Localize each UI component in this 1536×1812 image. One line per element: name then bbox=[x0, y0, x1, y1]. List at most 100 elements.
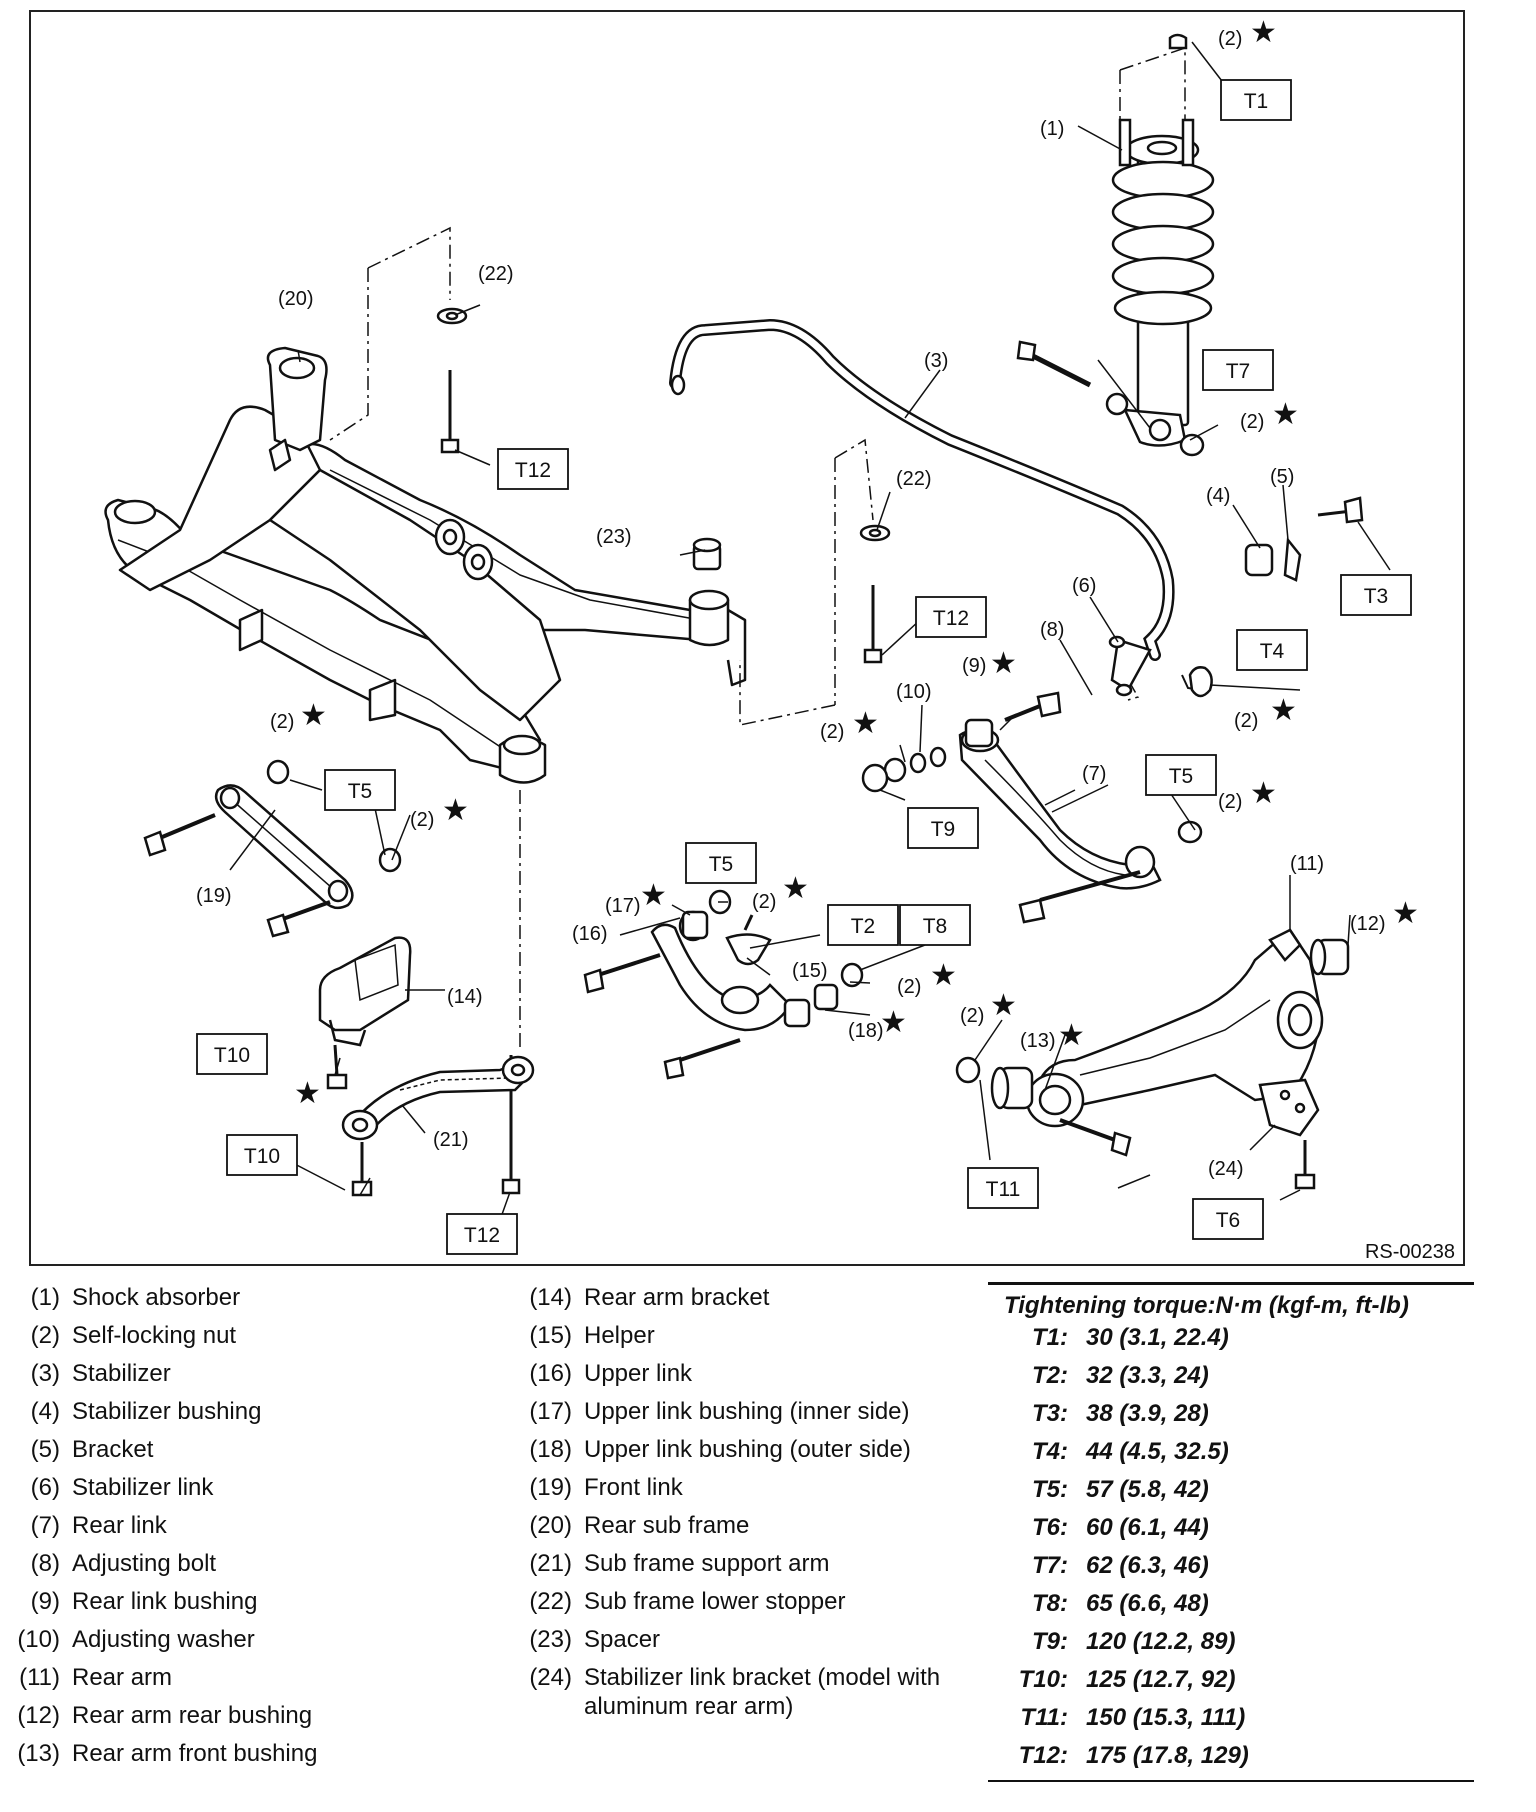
svg-text:★: ★ bbox=[1250, 776, 1277, 811]
svg-text:★: ★ bbox=[1058, 1018, 1085, 1053]
callout-6: (6) bbox=[1072, 575, 1096, 597]
torque-box-t1: T1 bbox=[1244, 90, 1269, 113]
svg-text:★: ★ bbox=[1272, 397, 1299, 432]
legend-item: (18)Upper link bushing (outer side) bbox=[529, 1436, 911, 1463]
svg-text:★: ★ bbox=[300, 698, 327, 733]
callout-2h: (2) bbox=[752, 891, 776, 913]
callout-21: (21) bbox=[433, 1129, 469, 1151]
callout-17: (17) bbox=[605, 895, 641, 917]
rear-link-illustration bbox=[861, 691, 1203, 924]
shock-absorber-illustration bbox=[1016, 33, 1215, 457]
legend-item: (10)Adjusting washer bbox=[17, 1626, 255, 1653]
alignment-lines bbox=[329, 46, 1186, 1050]
callout-2d: (2) bbox=[1218, 791, 1242, 813]
callout-4: (4) bbox=[1206, 485, 1230, 507]
torque-box-t10b: T10 bbox=[244, 1145, 280, 1168]
legend-item: (8)Adjusting bolt bbox=[30, 1550, 217, 1577]
callout-23: (23) bbox=[596, 526, 632, 548]
callout-20: (20) bbox=[278, 288, 314, 310]
callout-13: (13) bbox=[1020, 1030, 1056, 1052]
legend-item: (12)Rear arm rear bushing bbox=[17, 1702, 313, 1729]
legend-item: (4)Stabilizer bushing bbox=[30, 1398, 262, 1425]
svg-text:★: ★ bbox=[990, 646, 1017, 681]
legend-item: (1)Shock absorber bbox=[30, 1284, 241, 1311]
callout-9: (9) bbox=[962, 655, 986, 677]
non-reusable-part-markers: ★ ★ ★ ★ ★ ★ ★ ★ ★ ★ ★ ★ ★ ★ ★ ★ bbox=[294, 15, 1419, 1111]
torque-box-t10a: T10 bbox=[214, 1044, 250, 1067]
legend-item: (24)Stabilizer link bracket (model with … bbox=[529, 1664, 941, 1720]
callout-2a: (2) bbox=[1218, 28, 1242, 50]
svg-text:★: ★ bbox=[1392, 896, 1419, 931]
torque-box-t12a: T12 bbox=[515, 459, 551, 482]
legend-item: (5)Bracket bbox=[30, 1436, 154, 1463]
rear-arm-bracket-illustration bbox=[318, 936, 412, 1090]
callout-1: (1) bbox=[1040, 118, 1064, 140]
torque-boxes bbox=[196, 79, 1412, 1255]
torque-box-t12b: T12 bbox=[933, 607, 969, 630]
callout-5: (5) bbox=[1270, 466, 1294, 488]
figure-reference-code: RS-00238 bbox=[1365, 1241, 1455, 1263]
legend-item: (7)Rear link bbox=[30, 1512, 167, 1539]
rear-arm-illustration bbox=[955, 928, 1350, 1190]
svg-text:★: ★ bbox=[990, 988, 1017, 1023]
torque-box-labels: T1 T2 T3 T4 T5 T5 T5 T5 T6 T7 T8 T9 T10 … bbox=[214, 90, 1388, 1247]
front-link-illustration bbox=[143, 759, 402, 938]
sub-frame-support-arm-illustration bbox=[341, 1055, 535, 1197]
torque-box-t8: T8 bbox=[923, 915, 948, 938]
legend-item: (21)Sub frame support arm bbox=[529, 1550, 830, 1577]
svg-text:★: ★ bbox=[640, 878, 667, 913]
callout-24: (24) bbox=[1208, 1158, 1244, 1180]
rear-sub-frame-illustration bbox=[104, 346, 747, 784]
callout-7: (7) bbox=[1082, 763, 1106, 785]
callout-3: (3) bbox=[924, 350, 948, 372]
legend-item: (9)Rear link bushing bbox=[30, 1588, 258, 1615]
callout-2e: (2) bbox=[820, 721, 844, 743]
legend-item: (16)Upper link bbox=[529, 1360, 693, 1387]
torque-table-title: Tightening torque:N·m (kgf-m, ft-lb) bbox=[1004, 1292, 1409, 1319]
torque-box-t5a: T5 bbox=[348, 780, 373, 803]
diagram-frame bbox=[29, 10, 1465, 1266]
legend-item: (3)Stabilizer bbox=[30, 1360, 171, 1387]
legend-item: (11)Rear arm bbox=[19, 1664, 173, 1691]
torque-box-t3: T3 bbox=[1364, 585, 1389, 608]
svg-text:★: ★ bbox=[294, 1076, 321, 1111]
callout-11: (11) bbox=[1290, 853, 1324, 875]
callout-18: (18) bbox=[848, 1020, 884, 1042]
callout-2j: (2) bbox=[960, 1005, 984, 1027]
callout-2c: (2) bbox=[1234, 710, 1258, 732]
svg-text:★: ★ bbox=[930, 958, 957, 993]
callout-2b: (2) bbox=[1240, 411, 1264, 433]
legend-item: (19)Front link bbox=[529, 1474, 683, 1501]
callout-22a: (22) bbox=[478, 263, 514, 285]
legend-item: (13)Rear arm front bushing bbox=[17, 1740, 318, 1767]
spacer-and-stopper-illustration bbox=[436, 307, 891, 1195]
torque-table-bottom-rule bbox=[988, 1780, 1474, 1782]
svg-text:★: ★ bbox=[852, 706, 879, 741]
callout-22b: (22) bbox=[896, 468, 932, 490]
callout-14: (14) bbox=[447, 986, 483, 1008]
torque-box-t11: T11 bbox=[986, 1178, 1021, 1201]
callout-19: (19) bbox=[196, 885, 232, 907]
callout-numbers: (1) (2) (2) (2) (2) (2) (2) (2) (2) (2) … bbox=[196, 28, 1386, 1180]
legend-item: (20)Rear sub frame bbox=[529, 1512, 750, 1539]
stabilizer-link-illustration bbox=[1108, 496, 1364, 698]
svg-text:★: ★ bbox=[1270, 693, 1297, 728]
legend-item: (2)Self-locking nut bbox=[30, 1322, 237, 1349]
svg-text:★: ★ bbox=[782, 871, 809, 906]
torque-box-t7: T7 bbox=[1226, 360, 1251, 383]
upper-link-illustration bbox=[583, 889, 864, 1080]
svg-text:★: ★ bbox=[442, 793, 469, 828]
legend-item: (14)Rear arm bracket bbox=[529, 1284, 770, 1311]
callout-2f: (2) bbox=[270, 711, 294, 733]
legend-item: (22)Sub frame lower stopper bbox=[529, 1588, 846, 1615]
svg-text:★: ★ bbox=[880, 1005, 907, 1040]
callout-15: (15) bbox=[792, 960, 828, 982]
exploded-view-diagram: ★ ★ ★ ★ ★ ★ ★ ★ ★ ★ ★ ★ ★ ★ ★ ★ (1) (2) … bbox=[104, 15, 1455, 1263]
torque-box-t4: T4 bbox=[1260, 640, 1285, 663]
torque-box-t2: T2 bbox=[851, 915, 876, 938]
torque-box-t5c: T5 bbox=[1169, 765, 1194, 788]
torque-table-top-rule bbox=[988, 1282, 1474, 1285]
callout-12: (12) bbox=[1350, 913, 1386, 935]
torque-box-t5b: T5 bbox=[709, 853, 734, 876]
legend-item: (23)Spacer bbox=[529, 1626, 661, 1653]
